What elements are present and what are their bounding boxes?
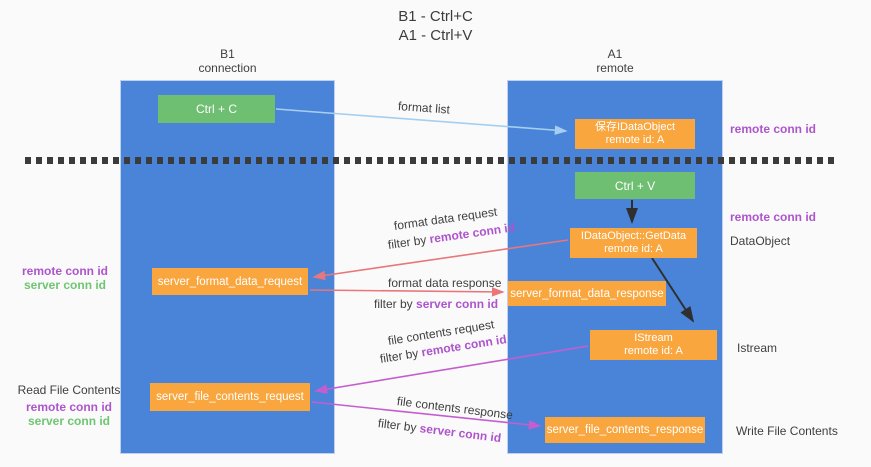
label-fdresp-filter-key: server conn id bbox=[416, 297, 499, 311]
label-left-format-remote-conn-id: remote conn id bbox=[21, 264, 108, 278]
label-format-data-response-filter: filter by server conn id bbox=[374, 297, 498, 311]
lane-header-b1: B1 connection bbox=[120, 47, 335, 75]
diagram-title: B1 - Ctrl+C A1 - Ctrl+V bbox=[0, 7, 871, 45]
node-istream-line2: remote id: A bbox=[624, 345, 683, 357]
diagram-title-line2: A1 - Ctrl+V bbox=[398, 27, 473, 44]
node-save-idataobject-line1: 保存IDataObject bbox=[594, 121, 676, 133]
arrow-file-contents-request bbox=[314, 345, 589, 394]
node-server-format-data-response: server_format_data_response bbox=[508, 281, 666, 306]
node-idataobject-getdata-line1: IDataObject::GetData bbox=[580, 230, 687, 242]
lane-a1-name: A1 bbox=[607, 47, 623, 61]
lane-header-a1: A1 remote bbox=[507, 47, 723, 75]
label-istream: Istream bbox=[737, 341, 778, 355]
arrow-format-list bbox=[275, 108, 568, 135]
node-idataobject-getdata-line2: remote id: A bbox=[604, 243, 663, 255]
node-save-idataobject: 保存IDataObject remote id: A bbox=[575, 119, 695, 149]
label-read-file-contents: Read File Contents bbox=[17, 383, 121, 397]
node-istream: IStream remote id: A bbox=[590, 330, 717, 360]
label-write-file-contents: Write File Contents bbox=[736, 424, 838, 438]
node-ctrl-c-label: Ctrl + C bbox=[195, 102, 237, 116]
label-right-remote-conn-id-mid: remote conn id bbox=[730, 210, 817, 224]
label-group-file-ids: Read File Contents remote conn id server… bbox=[15, 383, 123, 428]
lane-a1-subtitle: remote bbox=[596, 61, 634, 75]
node-server-file-contents-request-label: server_file_contents_request bbox=[156, 391, 304, 403]
node-idataobject-getdata: IDataObject::GetData remote id: A bbox=[570, 228, 697, 258]
node-ctrl-v-label: Ctrl + V bbox=[614, 178, 656, 193]
arrow-getdata-to-istream bbox=[651, 257, 695, 323]
node-server-file-contents-request: server_file_contents_request bbox=[150, 383, 310, 411]
arrow-format-data-response bbox=[309, 287, 505, 297]
label-left-file-remote-conn-id: remote conn id bbox=[25, 400, 112, 414]
label-fdresp-filter-prefix: filter by bbox=[374, 297, 417, 311]
node-server-file-contents-response-label: server_file_contents_response bbox=[546, 424, 704, 436]
node-server-format-data-response-label: server_format_data_response bbox=[510, 287, 664, 300]
label-right-remote-conn-id-top: remote conn id bbox=[730, 122, 817, 136]
label-left-format-server-conn-id: server conn id bbox=[23, 278, 107, 292]
node-server-format-data-request-label: server_format_data_request bbox=[157, 275, 303, 288]
node-server-file-contents-response: server_file_contents_response bbox=[545, 417, 705, 443]
node-save-idataobject-line2: remote id: A bbox=[605, 134, 665, 146]
label-left-file-server-conn-id: server conn id bbox=[27, 414, 111, 428]
node-server-format-data-request: server_format_data_request bbox=[152, 268, 308, 295]
label-dataobject: DataObject bbox=[730, 234, 791, 248]
node-ctrl-v: Ctrl + V bbox=[575, 172, 695, 199]
arrow-file-contents-response bbox=[311, 401, 542, 430]
lane-b1-subtitle: connection bbox=[198, 61, 257, 75]
node-ctrl-c: Ctrl + C bbox=[158, 95, 275, 123]
diagram-title-line1: B1 - Ctrl+C bbox=[398, 8, 473, 25]
label-format-data-response: format data response bbox=[388, 276, 502, 290]
lane-b1-name: B1 bbox=[220, 47, 235, 61]
arrow-format-data-request bbox=[312, 239, 569, 281]
label-group-format-ids: remote conn id server conn id bbox=[15, 264, 115, 292]
section-divider-dashed bbox=[25, 157, 835, 164]
node-istream-line1: IStream bbox=[634, 332, 673, 344]
